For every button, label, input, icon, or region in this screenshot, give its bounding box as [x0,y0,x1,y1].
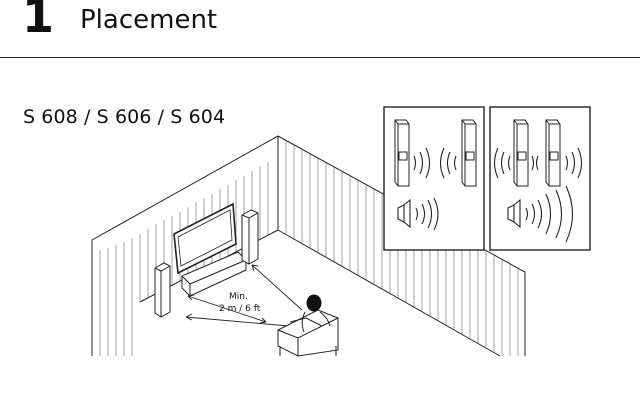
page-title: Placement [80,5,218,35]
detail-box-left [383,106,485,251]
distance-min-label: Min. [229,292,248,302]
distance-value-label: 2 m / 6 ft [219,304,261,314]
front-left-speaker [154,262,171,318]
detail-box-right [489,106,591,251]
tv-bench [181,251,247,297]
distance-arrows [185,264,303,331]
header-divider [0,57,640,58]
model-heading: S 608 / S 606 / S 604 [23,106,226,128]
listener-chair [277,294,339,357]
front-right-speaker [241,209,259,265]
step-number: 1 [22,0,55,43]
tv [173,202,237,275]
